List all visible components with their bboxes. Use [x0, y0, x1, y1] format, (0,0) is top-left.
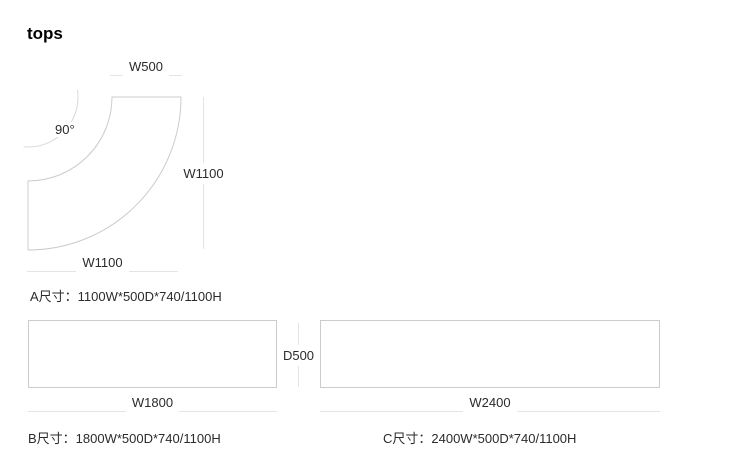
page-title: tops: [27, 24, 63, 43]
quarter-annulus-outline: [27, 96, 182, 251]
dim-line-segment: [179, 411, 278, 412]
angle-label: 90°: [52, 122, 78, 137]
dim-line-segment: [516, 411, 661, 412]
size-label-c: C尺寸：2400W*500D*740/1100H: [383, 431, 577, 446]
dim-line-segment: [110, 75, 124, 76]
dim-line-segment: [128, 271, 179, 272]
dimension-a-bottom: W1100: [27, 254, 179, 272]
size-label-b: B尺寸：1800W*500D*740/1100H: [28, 431, 221, 446]
dim-label: W1100: [82, 255, 123, 270]
dimension-a-top: W500: [110, 58, 182, 76]
dim-label: W500: [129, 59, 163, 74]
size-label-a: A尺寸：1100W*500D*740/1100H: [30, 289, 222, 304]
angle-indicator-arc: [23, 89, 79, 148]
dim-line-segment: [298, 365, 299, 387]
shape-c-rectangle: [320, 320, 660, 388]
dim-line-segment: [298, 323, 299, 345]
dim-line-segment: [203, 97, 204, 163]
dim-label: W2400: [469, 395, 511, 410]
dimension-a-right: W1100: [176, 97, 231, 249]
dimension-b-bottom: W1800: [28, 394, 278, 412]
dim-line-segment: [28, 411, 126, 412]
dim-label: W1100: [183, 165, 224, 181]
dim-line-segment: [320, 411, 464, 412]
dim-line-segment: [203, 183, 204, 249]
shape-b-rectangle: [28, 320, 277, 388]
dimension-c-bottom: W2400: [320, 394, 661, 412]
dim-label: W1800: [131, 395, 174, 410]
dimension-depth: D500: [281, 323, 316, 387]
dim-line-segment: [168, 75, 182, 76]
dim-label: D500: [282, 347, 315, 363]
dim-line-segment: [27, 271, 77, 272]
